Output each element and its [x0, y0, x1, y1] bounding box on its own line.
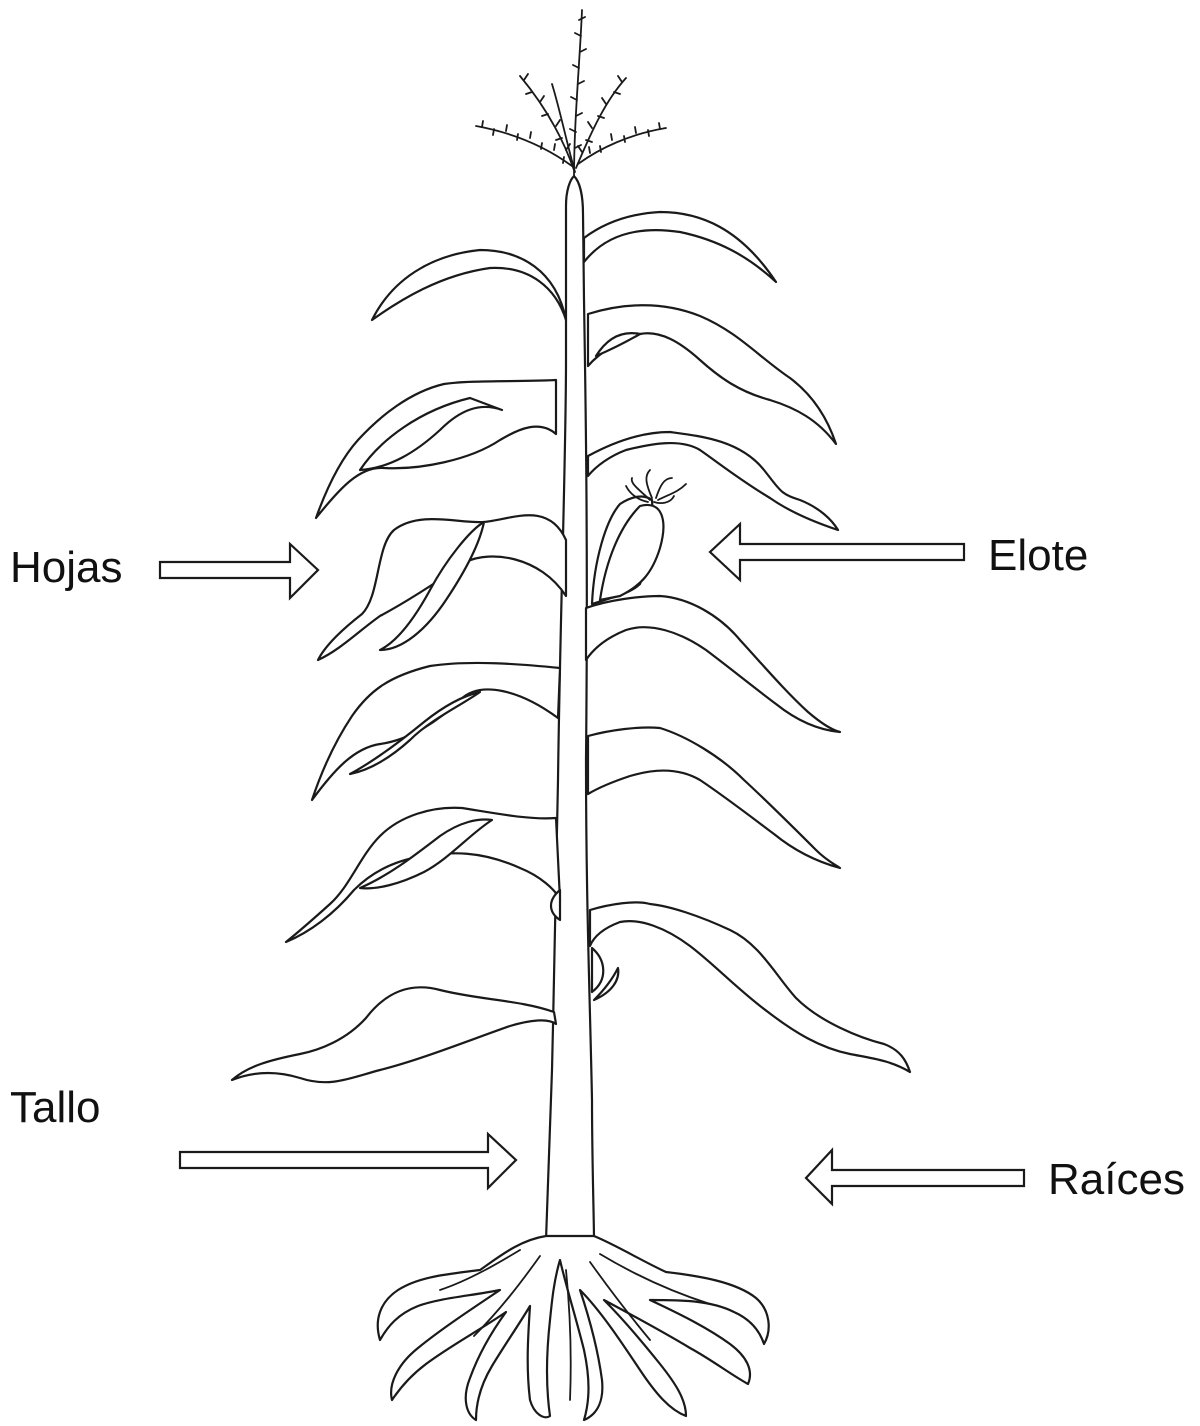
stem-node: [592, 948, 603, 992]
arrow-stem: [180, 1134, 516, 1188]
leaves-left: [232, 250, 566, 1082]
corn-ear: [592, 470, 686, 604]
label-ear: Elote: [988, 534, 1088, 578]
stem-node: [551, 890, 560, 920]
label-stem: Tallo: [10, 1086, 101, 1130]
arrow-leaves: [160, 544, 318, 598]
tassel: [476, 10, 666, 178]
label-leaves: Hojas: [10, 546, 123, 590]
label-roots: Raíces: [1048, 1158, 1185, 1202]
roots: [378, 1236, 769, 1420]
arrow-ear: [710, 524, 964, 580]
leaves-right: [584, 212, 910, 1072]
arrow-roots: [806, 1150, 1024, 1204]
